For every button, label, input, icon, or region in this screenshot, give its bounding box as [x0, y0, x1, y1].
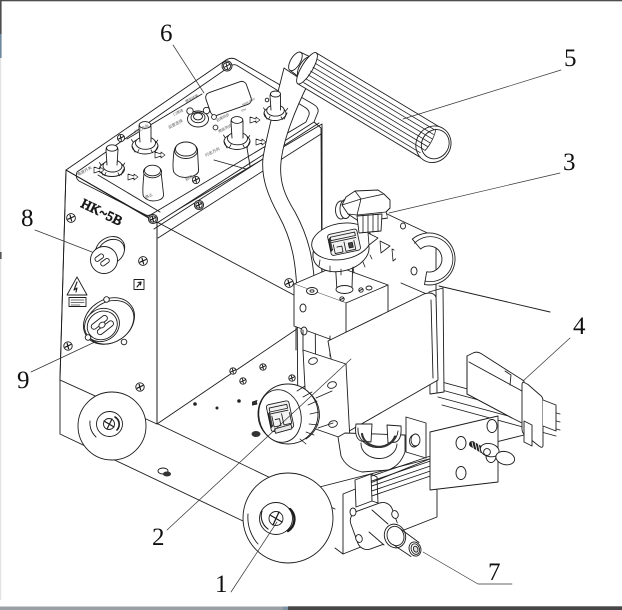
- svg-text:5: 5: [564, 45, 577, 72]
- svg-text:6: 6: [160, 20, 173, 47]
- svg-text:time mm: time mm: [242, 97, 256, 107]
- svg-text:1: 1: [215, 571, 228, 598]
- svg-text:3: 3: [563, 149, 576, 176]
- svg-text:7: 7: [488, 559, 501, 586]
- svg-text:mv: mv: [241, 107, 247, 113]
- svg-text:启焊同步: 启焊同步: [215, 112, 230, 123]
- svg-text:焊接测试: 焊接测试: [217, 123, 232, 134]
- svg-text:停止: 停止: [144, 191, 154, 200]
- svg-text:焊接结束: 焊接结束: [184, 93, 199, 104]
- svg-text:9: 9: [17, 367, 30, 394]
- svg-text:8: 8: [21, 205, 34, 232]
- svg-text:启动: 启动: [184, 173, 194, 182]
- svg-text:4: 4: [573, 313, 586, 340]
- svg-text:2: 2: [152, 524, 165, 551]
- svg-text:口焊接: 口焊接: [172, 107, 184, 117]
